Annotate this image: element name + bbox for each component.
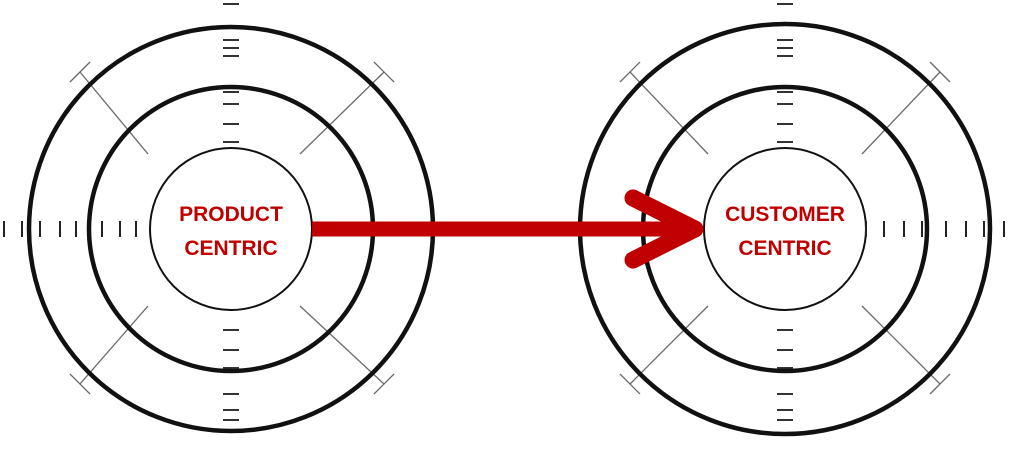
right-label-line2: CENTRIC xyxy=(738,237,831,260)
left-center-circle xyxy=(149,147,313,311)
left-spokes xyxy=(69,61,395,395)
shift-arrow xyxy=(312,189,704,269)
horizontal-axis-ticks xyxy=(3,221,1005,237)
right-center-circle xyxy=(703,147,867,311)
left-label-line1: PRODUCT xyxy=(179,203,283,226)
left-vertical-ticks xyxy=(223,3,239,421)
right-target: CUSTOMER CENTRIC xyxy=(577,3,993,437)
right-spokes xyxy=(619,61,951,395)
left-target: PRODUCT CENTRIC xyxy=(26,3,436,434)
left-label-line2: CENTRIC xyxy=(184,237,277,260)
right-label-line1: CUSTOMER xyxy=(725,203,845,226)
right-vertical-ticks xyxy=(777,3,793,421)
arrow-head xyxy=(624,189,704,269)
